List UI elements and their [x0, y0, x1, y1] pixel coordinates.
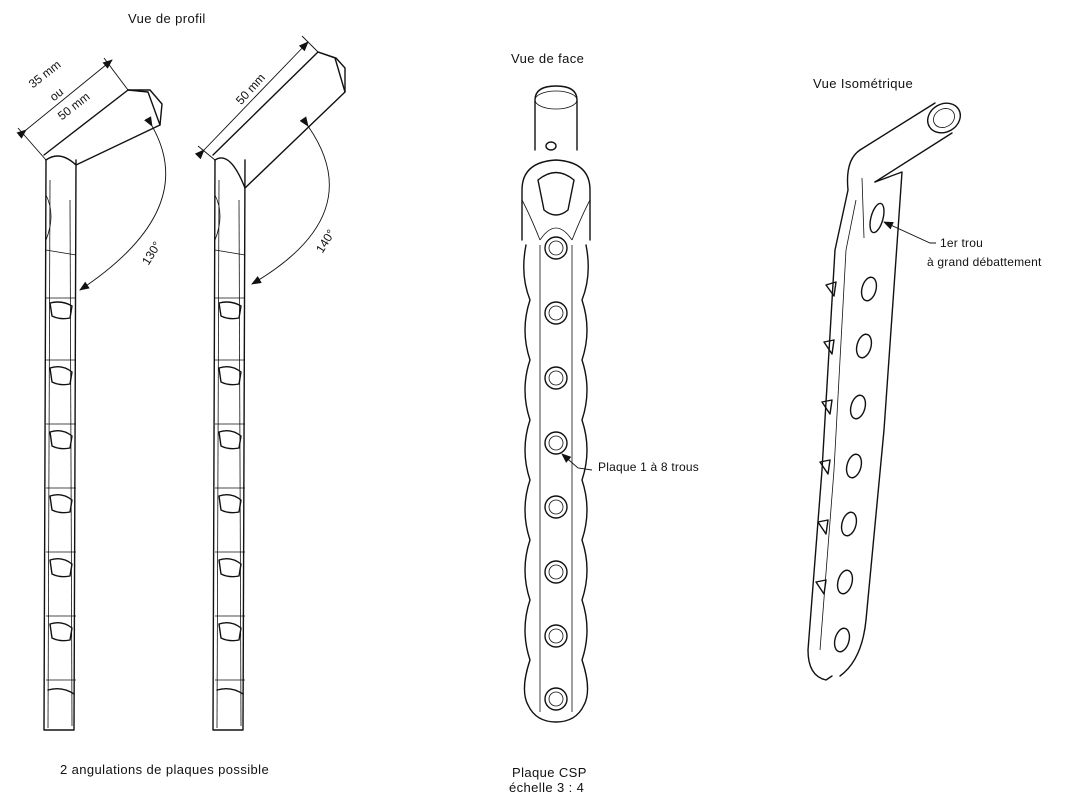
profile-plate-130: [16, 57, 167, 731]
profile-view-title: Vue de profil: [128, 11, 206, 26]
plate-name-caption: Plaque CSP: [512, 765, 587, 780]
angulations-caption: 2 angulations de plaques possible: [60, 762, 270, 777]
scale-caption: échelle 3 : 4: [509, 780, 585, 795]
profile-plate-140: [194, 35, 346, 731]
plate-holes-annotation: Plaque 1 à 8 trous: [598, 460, 700, 474]
first-hole-annotation-line2: à grand débattement: [927, 255, 1042, 269]
first-hole-annotation-line1: 1er trou: [940, 236, 983, 250]
isometric-plate: [807, 102, 962, 681]
isometric-view-title: Vue Isométrique: [813, 76, 914, 91]
front-plate: [521, 85, 593, 723]
front-holes: [544, 236, 568, 711]
iso-holes: [833, 276, 878, 653]
front-view-title: Vue de face: [511, 51, 585, 66]
